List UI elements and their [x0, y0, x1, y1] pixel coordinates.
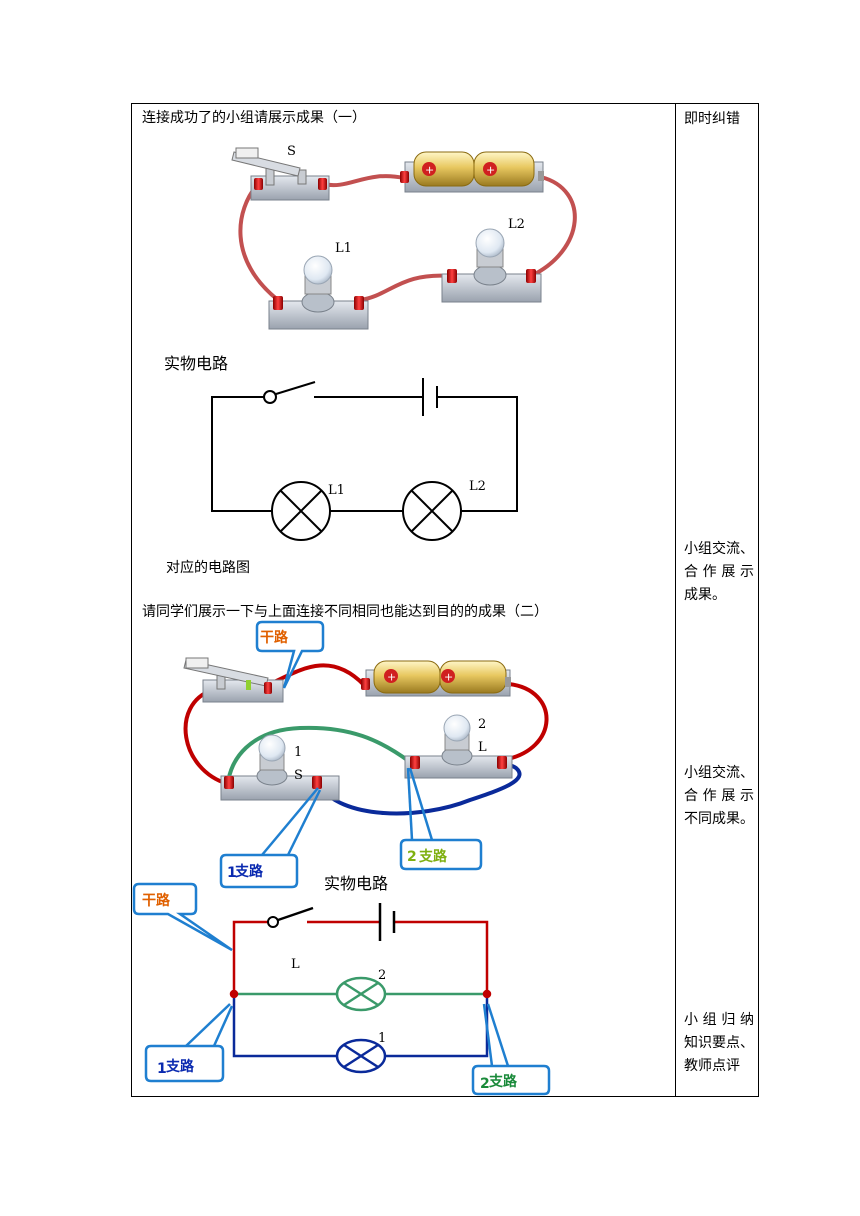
schematic-l1-label: L1	[328, 483, 345, 498]
lamp-l1-label: L1	[335, 241, 352, 256]
schematic-lamp-2-icon	[335, 976, 387, 1012]
section2-schematic	[132, 882, 551, 1096]
svg-text:+: +	[425, 164, 434, 177]
lamp-l2-label: L2	[508, 217, 525, 232]
lamp-1-icon	[220, 734, 340, 801]
svg-text:+: +	[486, 164, 495, 177]
section1-physical-caption: 实物电路	[164, 354, 229, 373]
svg-text:+: +	[387, 671, 396, 684]
section2-physical-circuit: + + 1 S 2 L	[183, 620, 549, 889]
schematic-l-label: L	[291, 957, 300, 972]
callout-branch1-physical-label: 支路	[234, 863, 264, 880]
lamp-1-number: 1	[294, 745, 302, 760]
schematic-lamp-l1-icon	[271, 481, 331, 541]
battery-icon: + +	[400, 151, 544, 193]
switch-icon	[183, 657, 284, 703]
column-divider	[675, 104, 676, 1096]
lamp-2-letter: L	[478, 740, 487, 755]
callout-trunk-top	[255, 620, 325, 689]
sidebar-note-summary: 小组归纳 知识要点、 教师点评	[684, 1012, 754, 1074]
callout-branch1-schematic-label: 支路	[165, 1058, 195, 1075]
schematic-l2-label: L2	[469, 479, 486, 494]
schematic-1-label: 1	[378, 1031, 386, 1046]
callout-branch2-physical	[399, 767, 483, 871]
section1-diagram-caption: 对应的电路图	[166, 560, 250, 576]
lamp-2-number: 2	[478, 717, 486, 732]
content-table: 连接成功了的小组请展示成果（一） 实物电路 对应的电路图 请同学们展示一下与上面…	[131, 103, 759, 1097]
section1-heading: 连接成功了的小组请展示成果（一）	[142, 110, 366, 126]
switch-label: S	[287, 144, 296, 159]
callout-branch1-physical-num: 1	[227, 865, 237, 881]
callout-trunk-top-label: 干路	[260, 629, 289, 646]
lamp-l2-icon	[441, 228, 542, 303]
callout-trunk-schematic-label: 干路	[142, 892, 171, 909]
section1-schematic	[211, 378, 518, 541]
lamp-l1-icon	[268, 255, 369, 330]
callout-branch2-schematic-num: 2	[480, 1076, 490, 1092]
svg-text:+: +	[444, 671, 453, 684]
sidebar-note-share: 小组交流、 合作展示 成果。	[684, 541, 754, 603]
schematic-lamp-l2-icon	[402, 481, 462, 541]
section1-physical-circuit: S + + L1	[231, 144, 577, 330]
lamp-2-icon	[404, 714, 513, 779]
callout-branch2-schematic-label: 支路	[488, 1073, 518, 1090]
sidebar-note-correction: 即时纠错	[684, 111, 740, 127]
schematic-lamp-1-icon	[335, 1038, 387, 1074]
lamp-1-letter: S	[294, 768, 303, 783]
switch-icon	[231, 147, 330, 201]
callout-branch2-schematic	[471, 1003, 551, 1096]
callout-branch2-physical-label: 支路	[418, 848, 448, 865]
section2-heading: 请同学们展示一下与上面连接不同相同也能达到目的的成果（二）	[142, 604, 548, 620]
callout-branch1-physical	[219, 787, 322, 889]
schematic-2-label: 2	[378, 968, 386, 983]
callout-branch2-physical-num: 2	[407, 849, 417, 865]
callout-branch1-schematic-num: 1	[157, 1061, 167, 1077]
callout-trunk-schematic	[132, 882, 233, 952]
callout-branch1-schematic	[144, 1003, 234, 1083]
section2-physical-caption: 实物电路	[324, 874, 389, 893]
sidebar-note-share-different: 小组交流、 合作展示 不同成果。	[684, 765, 754, 827]
battery-icon: + +	[361, 660, 511, 697]
